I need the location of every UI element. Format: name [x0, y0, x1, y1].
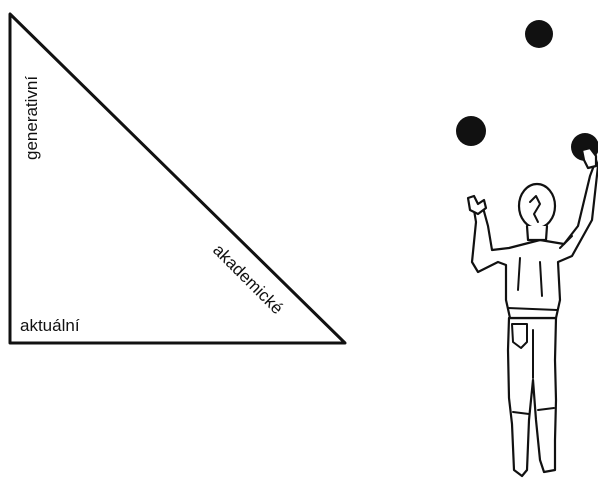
- juggler-neck: [527, 226, 547, 240]
- triangle-outline: [10, 14, 345, 343]
- juggling-ball-left: [456, 116, 486, 146]
- juggling-ball-top: [525, 20, 553, 48]
- juggler-left-hand: [468, 196, 486, 214]
- triangle-diagram: generativní akademické aktuální: [10, 14, 345, 343]
- label-akademicke: akademické: [209, 240, 287, 318]
- label-generativni: generativní: [22, 76, 41, 160]
- juggler-illustration: [456, 20, 598, 476]
- label-aktualni: aktuální: [20, 316, 80, 335]
